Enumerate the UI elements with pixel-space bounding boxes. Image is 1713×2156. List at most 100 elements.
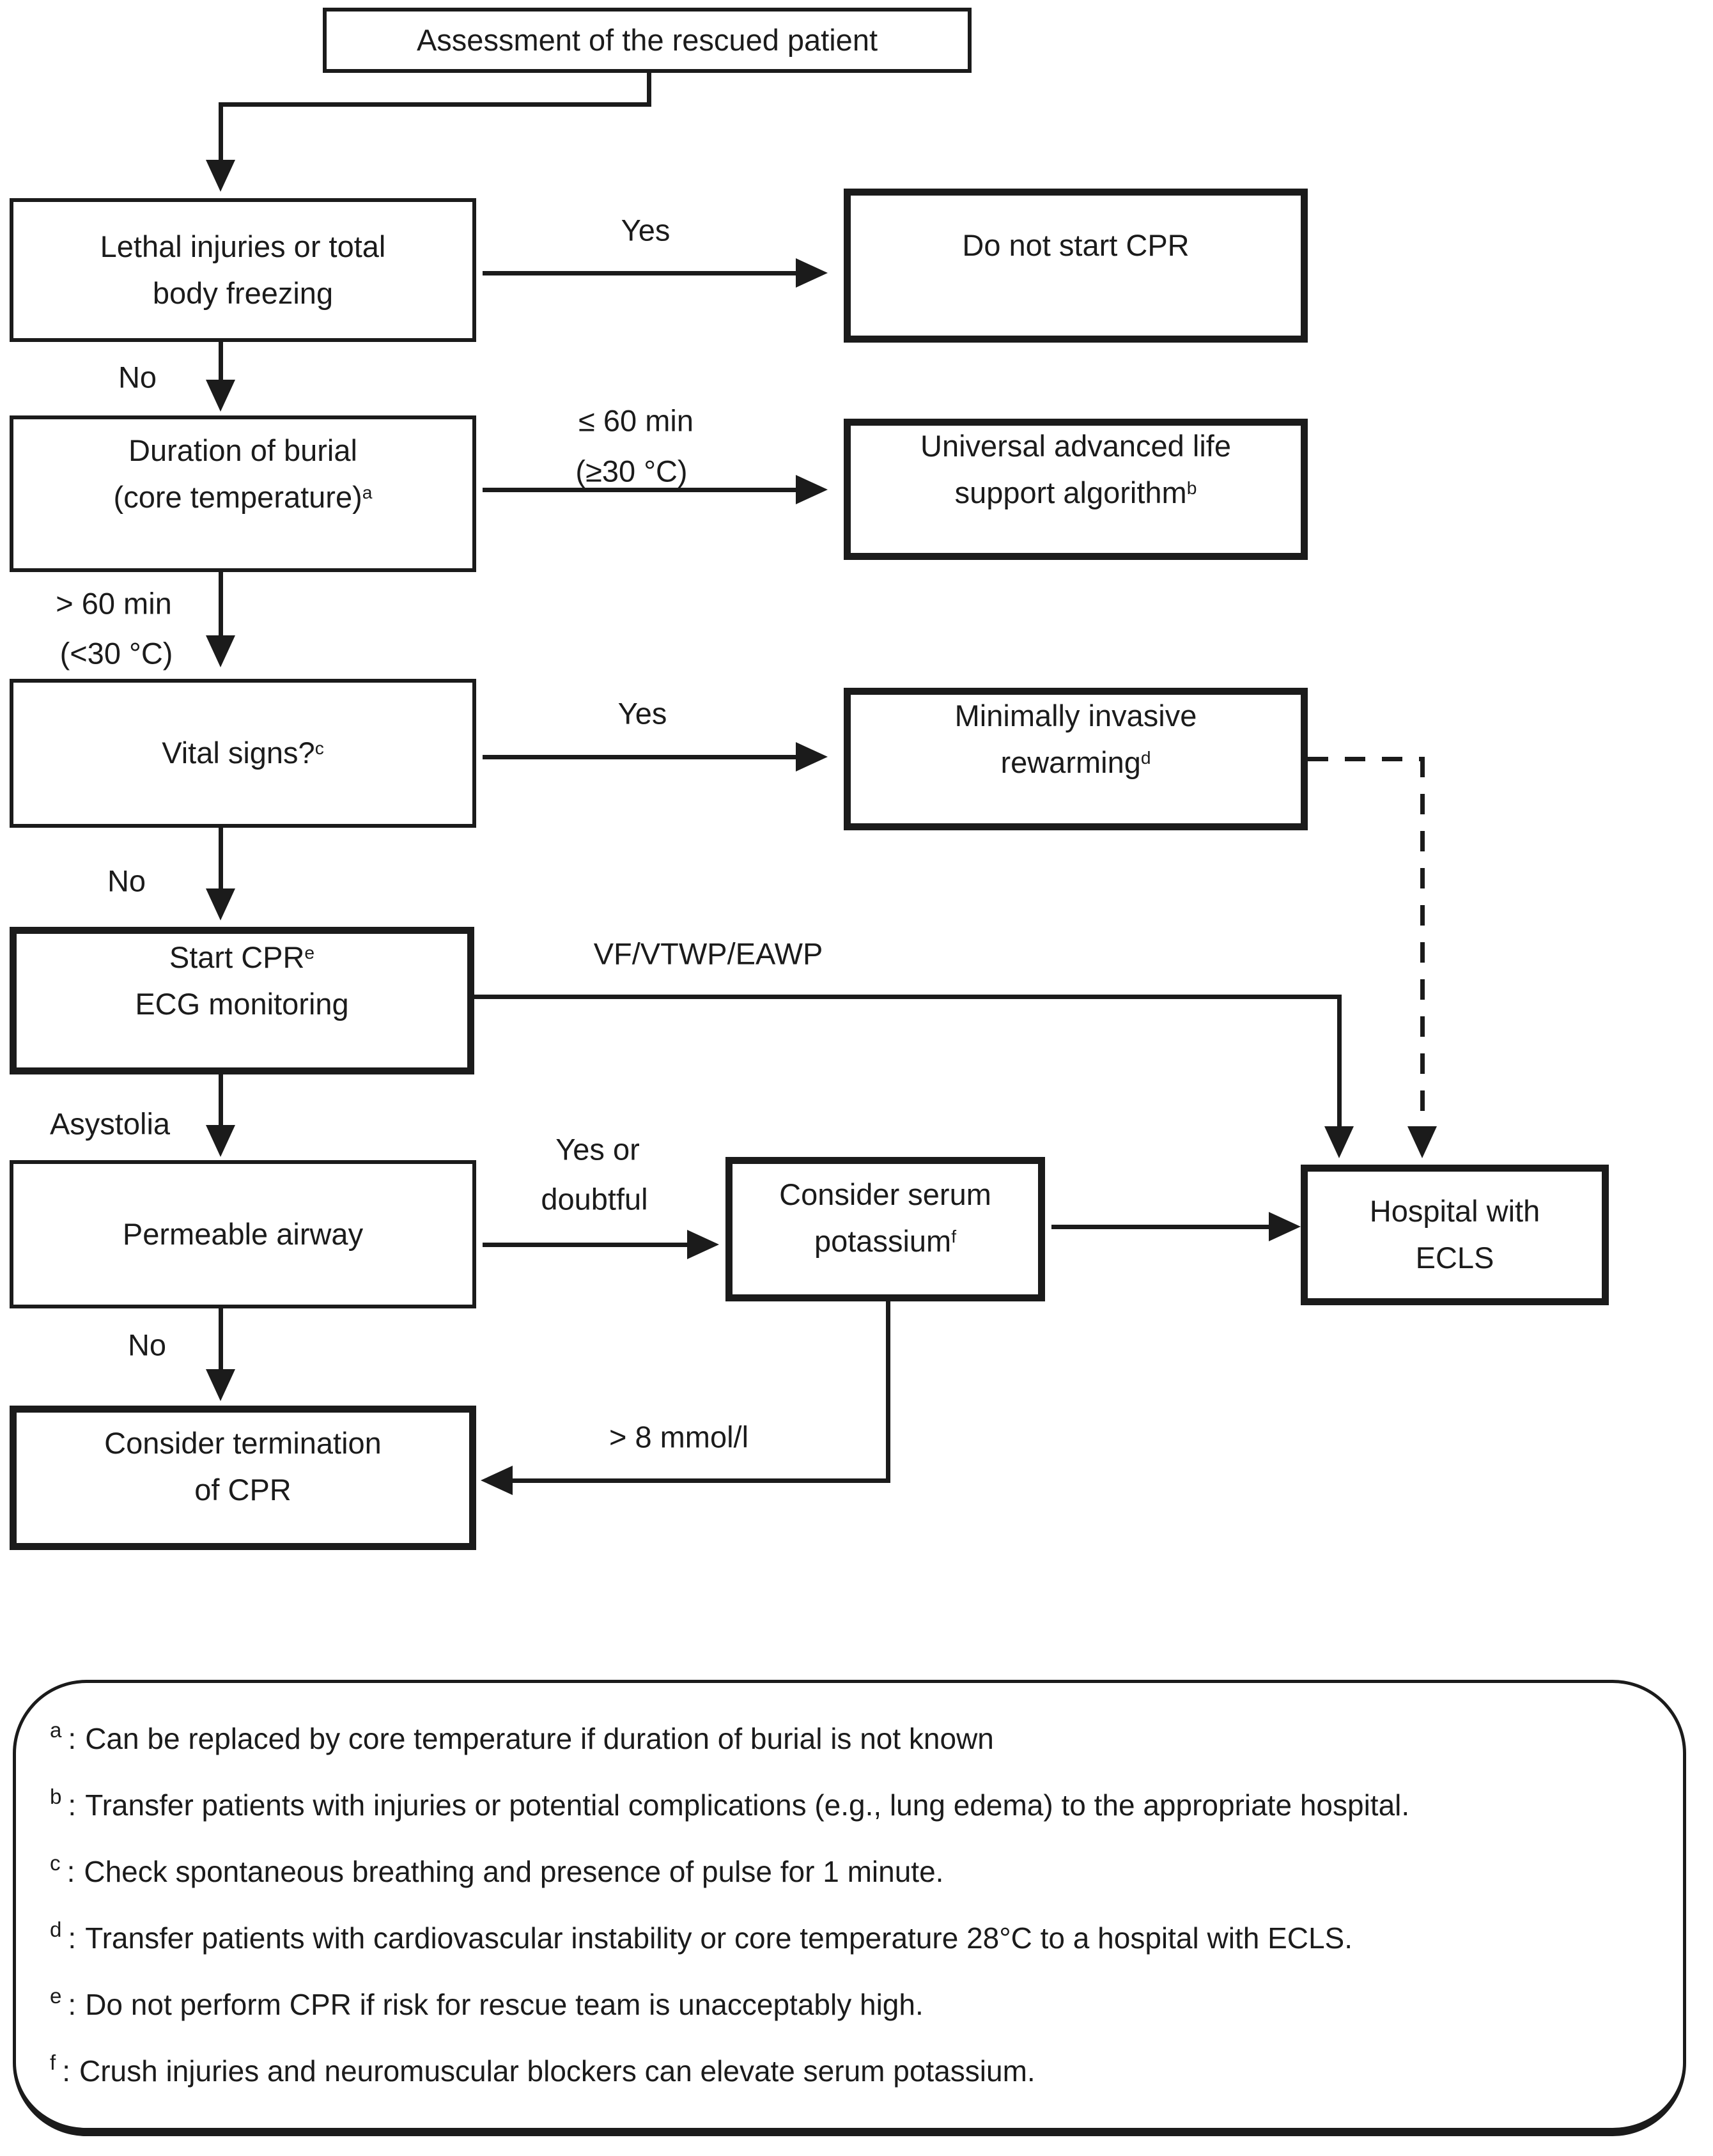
connector-line — [483, 1243, 688, 1247]
node-text: Permeable airway — [122, 1216, 364, 1251]
node-label: Permeable airway — [123, 1211, 363, 1258]
arrowhead-down-icon — [206, 380, 235, 412]
connector-line — [219, 102, 651, 107]
footnote-key: f — [50, 2051, 56, 2075]
node-vital-signs: Vital signs?c — [10, 679, 476, 828]
footnote-text: Transfer patients with injuries or poten… — [85, 1788, 1410, 1822]
node-text: Duration of burial — [128, 433, 357, 467]
footnote-e: e:Do not perform CPR if risk for rescue … — [50, 1984, 924, 2022]
edge-label-le-60-min: ≤ 60 min — [578, 403, 694, 438]
edge-label-ge-30c: (≥30 °C) — [575, 454, 688, 488]
connector-line — [219, 102, 223, 163]
node-label: Duration of burial — [128, 428, 357, 474]
edge-label-doubtful: doubtful — [541, 1182, 648, 1216]
footnote-separator: : — [68, 1988, 77, 2021]
node-label: support algorithmb — [955, 470, 1197, 516]
footnote-marker-e: e — [304, 942, 315, 963]
node-text: Assessment of the rescued patient — [416, 22, 878, 57]
footnote-key: b — [50, 1785, 62, 1809]
dashed-connector-line — [1420, 757, 1425, 1126]
node-text: of CPR — [194, 1473, 291, 1507]
node-permeable-airway: Permeable airway — [10, 1160, 476, 1308]
footnote-marker-d: d — [1140, 747, 1151, 768]
node-text: Do not start CPR — [962, 228, 1190, 263]
arrowhead-right-icon — [796, 742, 828, 772]
connector-line — [1337, 995, 1342, 1128]
footnote-separator: : — [62, 2054, 70, 2088]
connector-line — [483, 488, 797, 492]
arrowhead-down-icon — [206, 635, 235, 667]
node-text: Consider termination — [104, 1426, 382, 1461]
node-label: body freezing — [153, 270, 333, 317]
node-label: Hospital with — [1370, 1188, 1540, 1235]
footnote-text: Do not perform CPR if risk for rescue te… — [85, 1988, 924, 2021]
footnote-marker-f: f — [951, 1225, 957, 1246]
node-label: of CPR — [194, 1467, 291, 1514]
connector-line — [219, 572, 223, 637]
node-lethal-injuries: Lethal injuries or total body freezing — [10, 198, 476, 342]
node-duration-of-burial: Duration of burial (core temperature)a — [10, 415, 476, 572]
footnote-text: Crush injuries and neuromuscular blocker… — [79, 2054, 1035, 2088]
edge-label-gt-8-mmol: > 8 mmol/l — [608, 1420, 749, 1454]
node-do-not-start-cpr: Do not start CPR — [844, 189, 1308, 343]
connector-line — [647, 72, 651, 107]
node-text: Start CPR — [169, 940, 305, 974]
footnote-marker-c: c — [314, 737, 324, 758]
node-text: potassium — [814, 1224, 952, 1258]
footnote-b: b:Transfer patients with injuries or pot… — [50, 1785, 1410, 1822]
connector-line — [483, 271, 797, 275]
edge-label-no: No — [107, 864, 146, 898]
footnote-text: Check spontaneous breathing and presence… — [84, 1855, 944, 1888]
node-text: support algorithm — [954, 475, 1187, 509]
edge-label-gt-60-min: > 60 min — [56, 586, 172, 621]
node-start-cpr: Start CPRe ECG monitoring — [10, 927, 474, 1074]
node-label: ECG monitoring — [135, 981, 348, 1028]
edge-label-lt-30c: (<30 °C) — [59, 636, 173, 671]
edge-label-vf-vtwp-eawp: VF/VTWP/EAWP — [593, 936, 823, 971]
connector-line — [886, 1301, 890, 1483]
arrowhead-down-icon — [206, 1369, 235, 1401]
edge-label-yes: Yes — [621, 213, 670, 247]
node-text: Minimally invasive — [954, 698, 1197, 733]
arrowhead-down-icon — [1324, 1126, 1354, 1158]
arrowhead-down-icon — [206, 888, 235, 920]
node-label: rewarmingd — [1000, 740, 1151, 786]
arrowhead-down-icon — [206, 1125, 235, 1157]
node-text: ECLS — [1415, 1241, 1494, 1275]
footnote-key: c — [50, 1851, 61, 1875]
arrowhead-down-icon — [206, 160, 235, 192]
connector-line — [474, 995, 1342, 999]
arrowhead-right-icon — [1269, 1212, 1301, 1241]
node-label: Do not start CPR — [962, 222, 1189, 269]
arrowhead-right-icon — [687, 1230, 719, 1259]
node-label: (core temperature)a — [114, 474, 373, 521]
connector-line — [483, 755, 797, 759]
node-text: Vital signs? — [162, 736, 315, 770]
node-consider-termination: Consider termination of CPR — [10, 1406, 476, 1550]
edge-label-yes: Yes — [617, 696, 667, 731]
node-assessment: Assessment of the rescued patient — [323, 8, 972, 73]
footnote-text: Transfer patients with cardiovascular in… — [85, 1921, 1353, 1955]
footnotes-panel — [13, 1680, 1686, 2136]
node-text: Universal advanced life — [920, 428, 1231, 463]
node-consider-serum-potassium: Consider serum potassiumf — [725, 1157, 1045, 1301]
footnote-separator: : — [68, 1722, 77, 1755]
node-label: Start CPRe — [169, 935, 314, 981]
node-text: Consider serum — [779, 1177, 991, 1212]
footnote-key: e — [50, 1984, 62, 2008]
connector-line — [219, 342, 223, 382]
node-text: rewarming — [1000, 745, 1141, 779]
connector-line — [219, 1074, 223, 1127]
footnote-text: Can be replaced by core temperature if d… — [85, 1722, 994, 1755]
edge-label-no: No — [118, 360, 157, 394]
connector-line — [511, 1478, 890, 1483]
edge-label-no: No — [127, 1328, 167, 1362]
node-label: Consider termination — [104, 1420, 382, 1467]
footnote-d: d:Transfer patients with cardiovascular … — [50, 1919, 1353, 1955]
node-text: Hospital with — [1369, 1194, 1540, 1229]
node-label: potassiumf — [814, 1218, 956, 1265]
footnote-a: a:Can be replaced by core temperature if… — [50, 1720, 994, 1756]
connector-line — [1051, 1225, 1270, 1229]
node-label: ECLS — [1416, 1235, 1494, 1282]
node-label: Assessment of the rescued patient — [417, 17, 878, 64]
